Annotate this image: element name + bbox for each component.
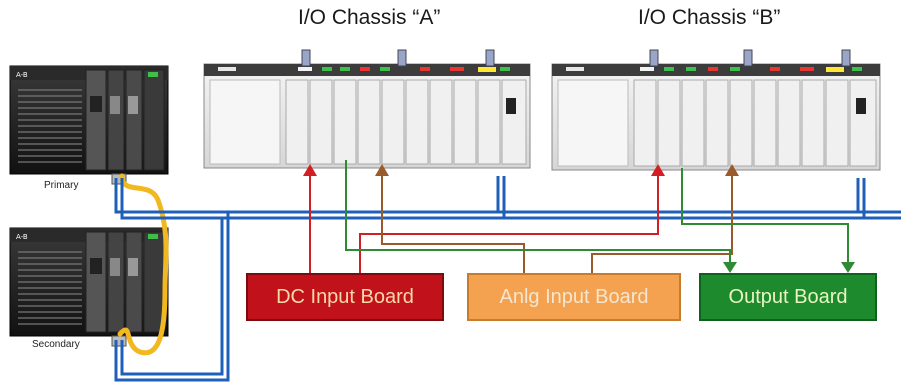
secondary-controller: A-B (9, 227, 169, 347)
output-arrow-right (841, 262, 855, 273)
primary-controller-label: Primary (44, 180, 79, 191)
svg-text:A-B: A-B (16, 71, 28, 79)
chassis-a-status-leds (218, 67, 510, 72)
output-wiring (345, 160, 849, 262)
chassis-b-status-leds (566, 67, 862, 72)
analog-arrow-chassis-a (375, 164, 389, 176)
network-cables (114, 176, 901, 382)
io-chassis-a (203, 49, 531, 169)
io-chassis-b (551, 49, 881, 171)
chassis-a-title: I/O Chassis “A” (298, 6, 441, 29)
dc-arrow-chassis-b (651, 164, 665, 176)
svg-text:A-B: A-B (16, 233, 28, 241)
dc-arrow-chassis-a (303, 164, 317, 176)
analog-input-board: Anlg Input Board (467, 273, 681, 321)
primary-controller: A-B (9, 65, 169, 185)
analog-arrow-chassis-b (725, 164, 739, 176)
dc-input-wiring (309, 172, 659, 273)
redundancy-fiber-cable (117, 173, 169, 356)
output-board: Output Board (699, 273, 877, 321)
analog-input-wiring (381, 172, 733, 273)
dc-input-board: DC Input Board (246, 273, 444, 321)
chassis-b-title: I/O Chassis “B” (638, 6, 781, 29)
secondary-controller-label: Secondary (32, 339, 80, 350)
output-arrow-left (723, 262, 737, 273)
